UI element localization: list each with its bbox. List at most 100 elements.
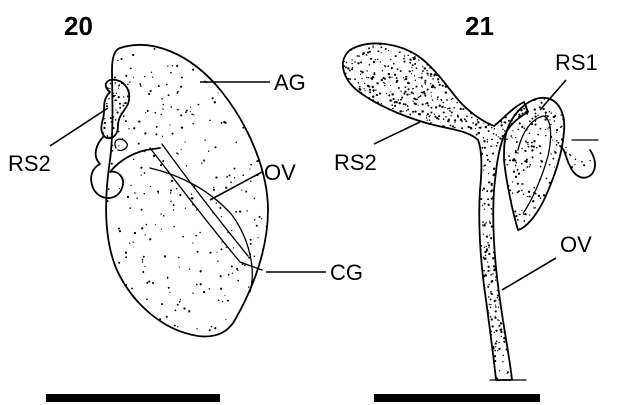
stipple-dot [403,61,405,63]
rs2-coil-outline [91,136,160,198]
stipple-dot [487,286,489,288]
stipple-dot [505,159,506,160]
stipple-dot [162,136,163,137]
stipple-dot [487,310,489,312]
stipple-dot [373,61,375,63]
stipple-dot [535,207,536,208]
stipple-dot [499,137,501,139]
stipple-dot [531,149,533,151]
stipple-dot [529,164,531,166]
stipple-dot [472,122,474,124]
stipple-dot [171,133,173,135]
stipple-dot [526,142,527,143]
stipple-dot [153,155,155,157]
stipple-dot [170,189,172,191]
stipple-dot [129,81,130,82]
stipple-dot [488,204,490,206]
stipple-dot [398,99,399,100]
stipple-dot [197,251,199,253]
stipple-dot [379,44,381,46]
stipple-dot [361,71,363,73]
stipple-dot [494,332,496,334]
stipple-dot [499,370,500,371]
stipple-dot [388,76,390,78]
stipple-dot [524,213,526,215]
stipple-dot [495,310,497,312]
stipple-dot [571,166,573,168]
stipple-dot [437,98,438,99]
stipple-dot [421,73,422,74]
stipple-dot [133,77,134,78]
stipple-dot [175,310,177,312]
stipple-dot [517,183,519,185]
stipple-dot [506,349,508,351]
stipple-dot [432,99,433,100]
stipple-dot [445,86,447,88]
stipple-dot [164,255,166,257]
stipple-dot [343,65,345,67]
stipple-dot [499,329,501,331]
stipple-dot [134,192,136,194]
stipple-dot [176,188,178,190]
stipple-dot [504,121,506,123]
stipple-dot [168,94,170,96]
stipple-dot [372,46,373,47]
stipple-dot [511,120,513,122]
stipple-dot [422,86,423,87]
stipple-dot [556,132,557,133]
stipple-dot [503,341,505,343]
stipple-dot [379,93,381,95]
stipple-dot [494,128,495,129]
stipple-dot [349,78,351,80]
stipple-dot [115,165,116,166]
stipple-dot [527,196,528,197]
stipple-dot [482,147,484,149]
stipple-dot [360,61,362,63]
stipple-dot [526,151,527,152]
stipple-dot [528,146,530,148]
stipple-dot [382,70,383,71]
stipple-dot [178,257,179,258]
stipple-dot [558,160,560,162]
stipple-dot [417,99,418,100]
stipple-dot [239,210,241,212]
stipple-dot [531,118,533,120]
stipple-dot [425,84,426,85]
stipple-dot [422,103,424,105]
stipple-dot [430,122,432,124]
stipple-dot [368,47,370,49]
stipple-dot [493,358,494,359]
stipple-dot [391,67,393,69]
stipple-dot [234,168,236,170]
stipple-dot [486,154,488,156]
stipple-dot [514,159,516,161]
stipple-dot [377,59,378,60]
stipple-dot [491,184,493,186]
stipple-dot [543,194,545,196]
stipple-dot [517,169,519,171]
stipple-dot [394,105,396,107]
stipple-dot [466,115,468,117]
stipple-dot [120,113,122,115]
stipple-dot [475,124,477,126]
stipple-dot [109,137,111,139]
stipple-dot [485,255,487,257]
stipple-dot [494,355,496,357]
stipple-dot [484,246,485,247]
stipple-dot [430,83,431,84]
stipple-dot [147,110,149,112]
stipple-dot [220,288,222,290]
label-rs1: RS1 [555,50,598,75]
stipple-dot [495,276,497,278]
stipple-dot [574,164,575,165]
stipple-dot [347,67,349,69]
stipple-dot [185,208,186,209]
stipple-dot [477,132,479,134]
stipple-dot [152,282,154,284]
stipple-dot [366,70,367,71]
stipple-dot [539,145,541,147]
stipple-dot [484,147,486,149]
stipple-dot [523,213,524,214]
stipple-dot [523,169,525,171]
stipple-dot [541,160,543,162]
